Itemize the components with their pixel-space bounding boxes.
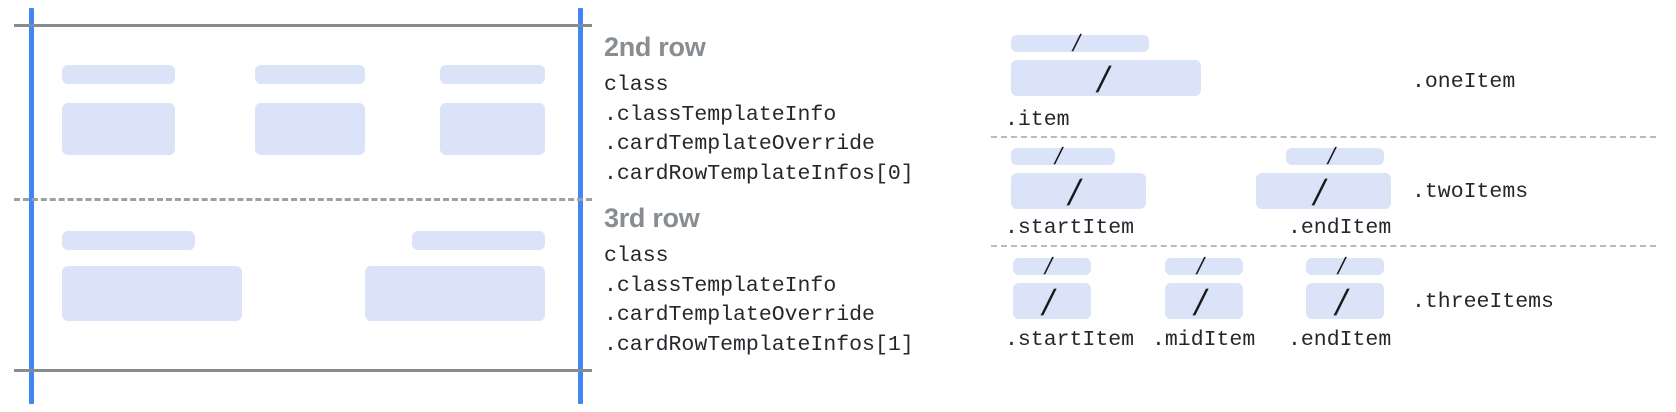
slash-glyph-icon: / (1325, 141, 1338, 170)
three-items-start-slot-label: .startItem (1005, 328, 1135, 352)
row3-col2-value-placeholder (365, 266, 545, 321)
three-items-mid-value-placeholder: / (1165, 279, 1243, 324)
row2-col1-value-placeholder (62, 103, 175, 155)
annotation-code-row2: class .classTemplateInfo .cardTemplateOv… (604, 73, 914, 186)
row3-col2-label-placeholder (412, 231, 545, 250)
three-items-end-label-placeholder: / (1306, 251, 1384, 280)
slash-glyph-icon: / (1052, 141, 1065, 170)
one-item-label-placeholder: / (1011, 28, 1149, 57)
three-items-start-label-placeholder: / (1013, 251, 1091, 280)
slash-glyph-icon: / (1310, 169, 1329, 214)
two-items-end-value-placeholder: / (1256, 169, 1391, 214)
row2-col2-value-placeholder (255, 103, 365, 155)
slash-glyph-icon: / (1070, 28, 1083, 57)
card-top-bound-line (14, 24, 592, 27)
annotation-block-row2: 2nd row class .classTemplateInfo .cardTe… (604, 34, 914, 189)
three-items-start-value-placeholder: / (1013, 279, 1091, 324)
card-bottom-bound-line (14, 369, 592, 372)
annotation-title-row3: 3rd row (604, 203, 700, 233)
slash-glyph-icon: / (1191, 279, 1210, 324)
annotation-block-row3: 3rd row class .classTemplateInfo .cardTe… (604, 205, 914, 360)
slash-glyph-icon: / (1094, 56, 1113, 101)
annotation-code-row3: class .classTemplateInfo .cardTemplateOv… (604, 244, 914, 357)
two-items-start-label-placeholder: / (1011, 141, 1115, 170)
right-edge-marker-icon (578, 8, 583, 404)
row-separator-line (14, 198, 592, 201)
two-items-start-value-placeholder: / (1011, 169, 1146, 214)
slash-glyph-icon: / (1332, 279, 1351, 324)
slash-glyph-icon: / (1194, 251, 1207, 280)
two-items-variant-label: .twoItems (1412, 180, 1529, 204)
row2-col3-label-placeholder (440, 65, 545, 84)
left-edge-marker-icon (29, 8, 34, 404)
row3-col1-value-placeholder (62, 266, 242, 321)
two-items-end-label-placeholder: / (1286, 141, 1384, 170)
row2-col3-value-placeholder (440, 103, 545, 155)
slash-glyph-icon: / (1065, 169, 1084, 214)
slash-glyph-icon: / (1335, 251, 1348, 280)
variant-separator-line-2 (991, 245, 1656, 247)
row2-col1-label-placeholder (62, 65, 175, 84)
row2-col2-label-placeholder (255, 65, 365, 84)
three-items-mid-slot-label: .midItem (1152, 328, 1256, 352)
two-items-start-slot-label: .startItem (1005, 216, 1135, 240)
one-item-variant-label: .oneItem (1412, 70, 1516, 94)
annotation-title-row2: 2nd row (604, 32, 706, 62)
variant-separator-line-1 (991, 136, 1656, 138)
slash-glyph-icon: / (1039, 279, 1058, 324)
row3-col1-label-placeholder (62, 231, 195, 250)
one-item-value-placeholder: / (1011, 56, 1201, 101)
three-items-variant-label: .threeItems (1412, 290, 1554, 314)
three-items-end-slot-label: .endItem (1288, 328, 1392, 352)
two-items-end-slot-label: .endItem (1288, 216, 1392, 240)
three-items-end-value-placeholder: / (1306, 279, 1384, 324)
one-item-slot-label: .item (1005, 108, 1070, 132)
slash-glyph-icon: / (1042, 251, 1055, 280)
three-items-mid-label-placeholder: / (1165, 251, 1243, 280)
